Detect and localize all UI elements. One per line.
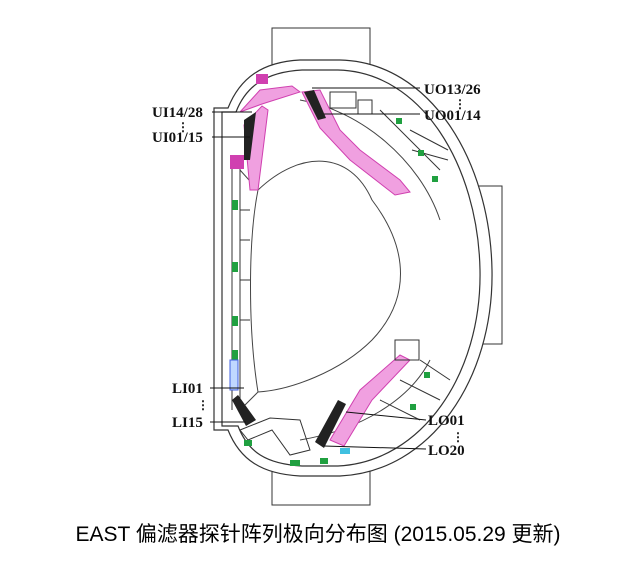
leader-lines bbox=[210, 87, 427, 450]
lower-outer-divertor bbox=[315, 339, 451, 464]
dots-uo: ⋮ bbox=[454, 97, 466, 111]
figure-caption: EAST 偏滤器探针阵列极向分布图 (2015.05.29 更新) bbox=[75, 523, 561, 546]
label-ui-bottom: UI01/15 bbox=[152, 130, 203, 146]
upper-outer-divertor bbox=[301, 89, 449, 196]
label-uo-bottom: UO01/14 bbox=[424, 108, 481, 124]
dots-li: ⋮ bbox=[197, 398, 209, 412]
upper-inner-divertor bbox=[230, 74, 302, 191]
dots-ui: ⋮ bbox=[177, 120, 189, 134]
divertor-cross-section-diagram: UI14/28 ⋮ UI01/15 UO13/26 ⋮ UO01/14 LI01… bbox=[152, 27, 503, 506]
label-li-bottom: LI15 bbox=[172, 415, 203, 431]
inner-wall bbox=[229, 160, 250, 410]
label-ui-top: UI14/28 bbox=[152, 105, 203, 121]
label-lo-top: LO01 bbox=[428, 413, 465, 429]
label-lo-bottom: LO20 bbox=[428, 443, 465, 459]
label-uo-top: UO13/26 bbox=[424, 82, 481, 98]
label-li-top: LI01 bbox=[172, 381, 203, 397]
dots-lo: ⋮ bbox=[452, 430, 464, 444]
lower-inner-divertor bbox=[232, 395, 311, 466]
